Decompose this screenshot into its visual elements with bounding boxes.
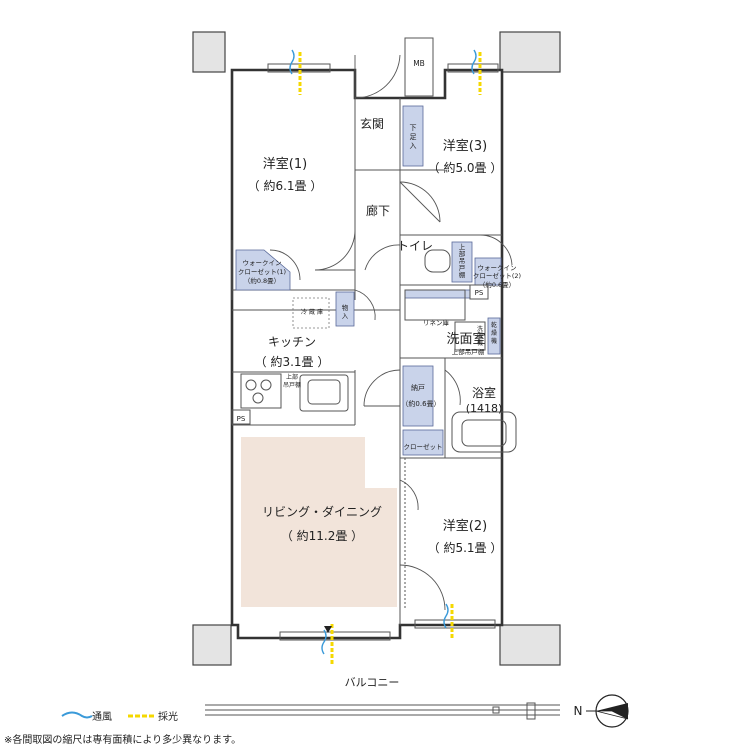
ldk-floor xyxy=(241,437,397,607)
walkin1-line1: ウォークイン xyxy=(243,259,282,267)
dryer-char3: 機 xyxy=(491,337,497,345)
closet-label: クローゼット xyxy=(404,442,443,451)
doors xyxy=(269,54,513,611)
toilet-cabinet-char5: 棚 xyxy=(459,270,466,279)
room-kitchen-name: キッチン xyxy=(268,335,316,349)
walkin2-line2: クローゼット(2) xyxy=(473,271,521,280)
linen-label: リネン庫 xyxy=(423,318,450,327)
washer-char3: 機 xyxy=(477,339,483,347)
walkin2-line3: （約0.6畳） xyxy=(479,280,515,289)
room-western3-name: 洋室(3) xyxy=(443,138,487,154)
washer-char1: 洗 xyxy=(477,325,483,333)
room-western1-name: 洋室(1) xyxy=(263,156,307,172)
room-toilet-name: トイレ xyxy=(397,239,433,253)
column-top-right xyxy=(499,31,561,73)
compass-north-label: N xyxy=(574,704,583,718)
room-ldk-size: （ 約11.2畳 ） xyxy=(281,528,363,543)
walkin1-line3: （約0.8畳） xyxy=(244,276,280,285)
room-labels: 洋室(1) （ 約6.1畳 ） 洋室(3) （ 約5.0畳 ） 玄関 廊下 トイ… xyxy=(248,116,503,555)
room-hallway-name: 廊下 xyxy=(366,203,390,218)
ps-kitchen-label: PS xyxy=(237,415,246,423)
room-western2-name: 洋室(2) xyxy=(443,518,487,534)
fridge-char3: 庫 xyxy=(317,308,323,316)
fridge-char1: 冷 xyxy=(301,308,307,316)
room-bath-name: 浴室 xyxy=(472,385,496,400)
kitchen-cabinet-line2: 吊戸棚 xyxy=(283,381,301,389)
storage-labels: ウォークイン クローゼット(1) （約0.8畳） ウォークイン クローゼット(2… xyxy=(238,124,521,451)
walkin2-line1: ウォークイン xyxy=(478,264,517,272)
fridge-char2: 蔵 xyxy=(309,308,315,316)
room-western1-size: （ 約6.1畳 ） xyxy=(248,178,323,193)
pantry-char1: 物 xyxy=(342,303,349,312)
storage-areas xyxy=(235,105,502,456)
room-ldk-name: リビング・ダイニング xyxy=(262,504,382,519)
dryer-char2: 燥 xyxy=(491,329,497,337)
toilet-cabinet-char3: 吊 xyxy=(459,257,466,265)
legend: 通風 採光 xyxy=(61,710,178,723)
balcony-label: バルコニー xyxy=(345,676,400,689)
room-bath-size: (1418) xyxy=(466,402,503,415)
room-entrance-name: 玄関 xyxy=(360,116,384,131)
washer-char2: 濯 xyxy=(477,332,483,340)
toilet-cabinet-char1: 上 xyxy=(459,242,466,251)
column-bottom-right xyxy=(499,624,561,666)
mb-box xyxy=(404,37,434,97)
kitchen-cabinet-line1: 上部 xyxy=(286,373,298,381)
toilet-cabinet-char2: 部 xyxy=(459,249,466,258)
fixtures xyxy=(231,240,517,453)
dryer-char1: 乾 xyxy=(491,321,497,329)
column-top-left xyxy=(192,31,226,73)
airflow-indicators xyxy=(289,49,482,664)
footnote: ※各間取図の縮尺は専有面積により多少異なります。 xyxy=(4,733,241,746)
shoebox-char2: 足 xyxy=(410,133,417,141)
ps-washroom-label: PS xyxy=(475,289,484,297)
nando-line1: 納戸 xyxy=(411,383,425,392)
walkin1-line2: クローゼット(1) xyxy=(238,267,286,276)
ventilation-legend-icon xyxy=(61,711,93,719)
room-western2-size: （ 約5.1畳 ） xyxy=(428,540,503,555)
toilet-cabinet-char4: 戸 xyxy=(459,264,466,272)
room-washroom-name: 洗面室 xyxy=(446,331,485,347)
room-kitchen-size: （ 約3.1畳 ） xyxy=(255,354,330,369)
mb-label: MB xyxy=(413,59,425,68)
balcony-railing xyxy=(205,702,560,720)
shoebox-char1: 下 xyxy=(410,124,417,132)
column-bottom-left xyxy=(192,624,232,666)
nando-line2: （約0.6畳） xyxy=(401,399,440,408)
washroom-cabinet-label: 上部吊戸棚 xyxy=(452,347,485,356)
pantry-char2: 入 xyxy=(342,312,349,320)
room-western3-size: （ 約5.0畳 ） xyxy=(428,160,503,175)
compass-icon xyxy=(586,694,629,728)
legend-ventilation-label: 通風 xyxy=(92,711,112,723)
legend-daylight-label: 採光 xyxy=(158,710,178,723)
shoebox-char3: 入 xyxy=(410,142,417,150)
